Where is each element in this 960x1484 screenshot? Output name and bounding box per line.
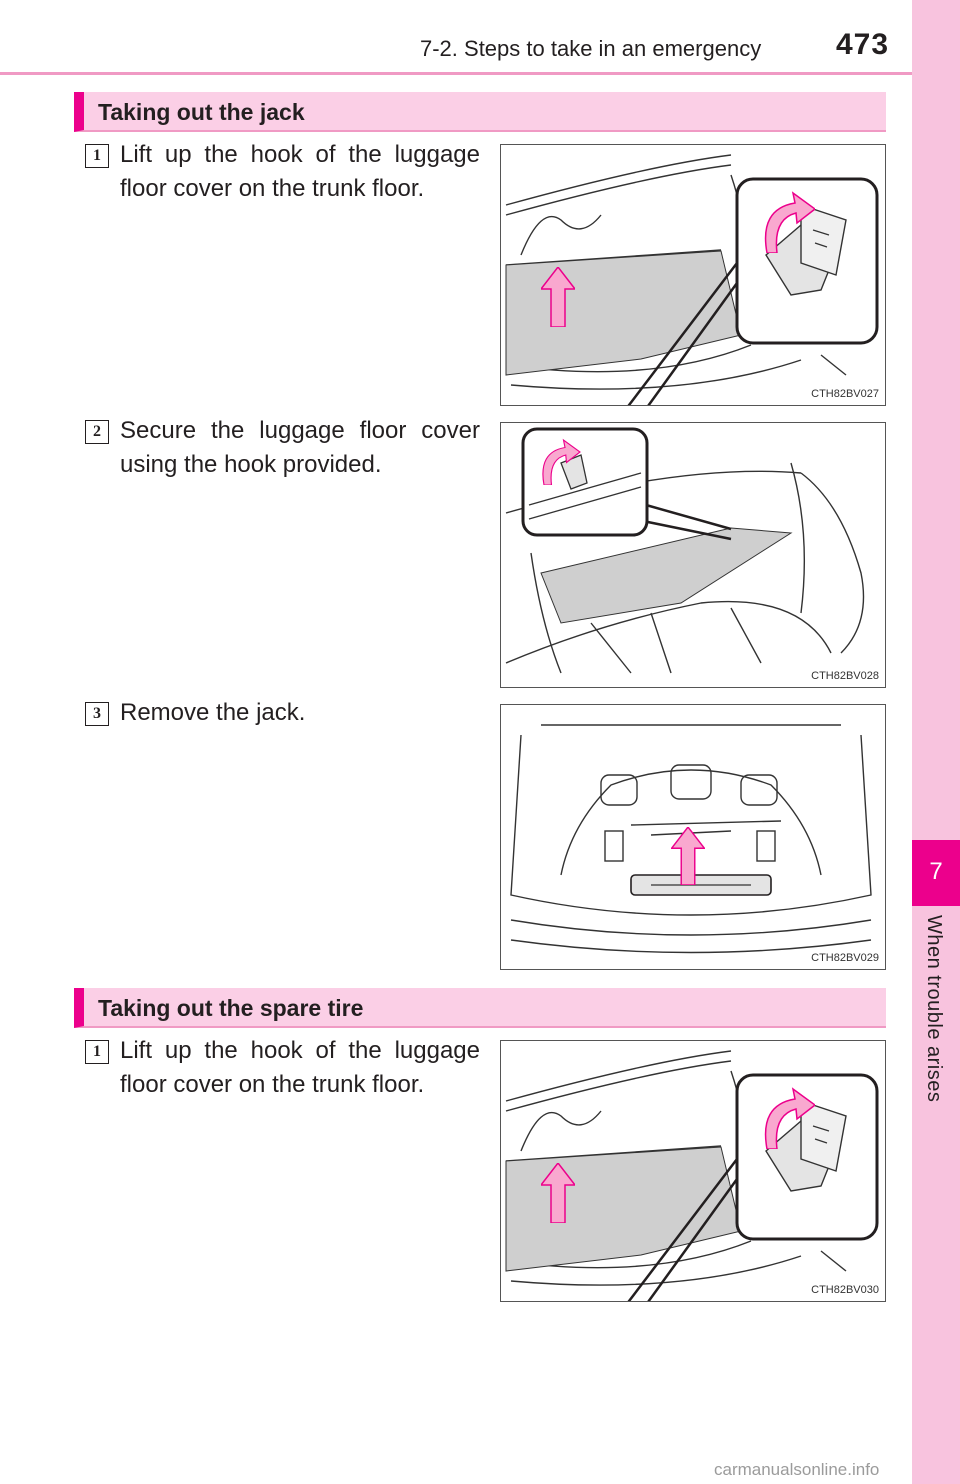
figure-code: CTH82BV027 <box>811 388 879 400</box>
section-heading-spare-tire: Taking out the spare tire <box>74 988 886 1028</box>
page-header-title: 7-2. Steps to take in an emergency <box>420 36 762 61</box>
step-number-badge: 3 <box>85 702 109 726</box>
curved-arrow-icon <box>542 438 581 485</box>
figure-trunk-hook: CTH82BV027 <box>500 144 886 406</box>
step-text: Lift up the hook of the luggage floor co… <box>120 1037 480 1098</box>
chapter-number: 7 <box>929 858 943 885</box>
step-text: Lift up the hook of the luggage floor co… <box>120 141 480 202</box>
step-number-badge: 2 <box>85 420 109 444</box>
up-arrow-icon <box>541 267 575 327</box>
header-rule <box>0 72 912 75</box>
remove-jack-illustration <box>510 724 872 954</box>
curved-arrow-icon <box>764 191 815 253</box>
secure-cover-illustration <box>505 427 865 674</box>
chapter-label: When trouble arises <box>923 915 945 1103</box>
figure-remove-jack: CTH82BV029 <box>500 704 886 970</box>
curved-arrow-icon <box>764 1087 815 1149</box>
page-number: 473 <box>836 28 890 61</box>
chapter-side-tab <box>912 0 960 1484</box>
section-heading-text: Taking out the spare tire <box>98 995 364 1021</box>
chapter-number-box: 7 <box>912 840 960 906</box>
up-arrow-icon <box>541 1163 575 1223</box>
figure-code: CTH82BV028 <box>811 670 879 682</box>
step-text: Remove the jack. <box>120 699 306 726</box>
step-number-badge: 1 <box>85 1040 109 1064</box>
figure-secure-cover: CTH82BV028 <box>500 422 886 688</box>
step-number-badge: 1 <box>85 144 109 168</box>
figure-code: CTH82BV029 <box>811 952 879 964</box>
figure-trunk-hook-spare: CTH82BV030 <box>500 1040 886 1302</box>
figure-code: CTH82BV030 <box>811 1284 879 1296</box>
section-heading-jack: Taking out the jack <box>74 92 886 132</box>
watermark: carmanualsonline.info <box>714 1460 880 1479</box>
section-heading-text: Taking out the jack <box>98 99 305 125</box>
step-text: Secure the luggage floor cover using the… <box>120 417 480 478</box>
up-arrow-icon <box>671 827 705 885</box>
